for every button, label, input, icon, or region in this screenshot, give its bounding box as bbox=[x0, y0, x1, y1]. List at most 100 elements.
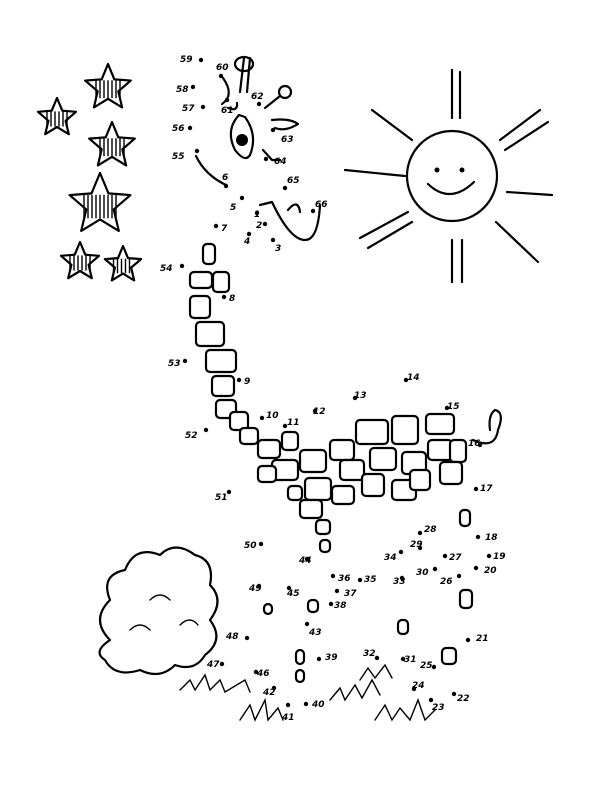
dot-number: 60 bbox=[216, 63, 229, 73]
dot-62: 62 bbox=[251, 92, 264, 107]
dot-point bbox=[259, 415, 265, 421]
giraffe-patch bbox=[228, 410, 250, 432]
dot-number: 58 bbox=[176, 85, 189, 95]
dot-point bbox=[473, 486, 479, 492]
dot-number: 25 bbox=[420, 661, 433, 671]
dot-44: 44 bbox=[298, 556, 312, 566]
dot-17: 17 bbox=[473, 484, 493, 494]
dot-number: 18 bbox=[485, 533, 498, 543]
dot-42: 42 bbox=[262, 685, 277, 698]
dot-point bbox=[328, 601, 334, 607]
dot-point bbox=[182, 358, 188, 364]
giraffe-patches bbox=[188, 242, 474, 684]
giraffe-patch bbox=[330, 484, 356, 506]
dot-13: 13 bbox=[352, 391, 367, 401]
dot-59: 59 bbox=[180, 55, 204, 65]
dot-point bbox=[224, 97, 230, 103]
giraffe-patch bbox=[294, 668, 306, 684]
dot-point bbox=[357, 577, 363, 583]
dot-point bbox=[432, 566, 438, 572]
dot-number: 15 bbox=[447, 402, 460, 412]
dot-number: 61 bbox=[221, 106, 234, 116]
dot-10: 10 bbox=[259, 411, 279, 421]
dot-point bbox=[203, 427, 209, 433]
dot-number: 27 bbox=[449, 553, 462, 563]
dot-number: 8 bbox=[229, 294, 235, 304]
sun-icon bbox=[343, 68, 554, 284]
giraffe-patch bbox=[440, 646, 458, 666]
dot-point bbox=[286, 585, 292, 591]
dot-number: 4 bbox=[243, 237, 250, 247]
dot-point bbox=[221, 294, 227, 300]
dot-point bbox=[226, 489, 232, 495]
giraffe-patch bbox=[328, 438, 356, 462]
dot-point bbox=[330, 573, 336, 579]
dot-point bbox=[303, 701, 309, 707]
dot-56: 56 bbox=[172, 124, 193, 134]
dot-36: 36 bbox=[330, 573, 351, 584]
dot-point bbox=[198, 57, 204, 63]
dot-point bbox=[442, 553, 448, 559]
dot-number: 64 bbox=[274, 157, 287, 167]
dot-number: 49 bbox=[248, 584, 262, 594]
dot-point bbox=[254, 210, 260, 216]
dot-point bbox=[310, 208, 316, 214]
giraffe-patch bbox=[306, 598, 320, 614]
dot-point bbox=[236, 377, 242, 383]
giraffe-patch bbox=[303, 476, 333, 502]
dot-point bbox=[465, 637, 471, 643]
giraffe-patch bbox=[210, 374, 236, 398]
dot-point bbox=[399, 575, 405, 581]
dot-19: 19 bbox=[486, 552, 506, 562]
dot-number: 45 bbox=[286, 589, 300, 599]
stars bbox=[36, 62, 143, 282]
dot-number: 21 bbox=[476, 634, 489, 644]
giraffe-patch bbox=[188, 270, 214, 290]
dot-number: 38 bbox=[334, 601, 347, 611]
giraffe-patch bbox=[318, 538, 332, 554]
dot-number: 65 bbox=[287, 176, 300, 186]
dot-4: 4 bbox=[243, 231, 252, 247]
dot-number: 50 bbox=[244, 541, 257, 551]
dot-number: 37 bbox=[344, 589, 357, 599]
dot-41: 41 bbox=[281, 702, 295, 723]
dot-number: 51 bbox=[215, 493, 228, 503]
dot-number: 11 bbox=[287, 418, 300, 428]
dot-number: 34 bbox=[384, 553, 397, 563]
dot-18: 18 bbox=[475, 533, 498, 543]
dot-point bbox=[262, 221, 268, 227]
dot-number: 26 bbox=[440, 577, 453, 587]
giraffe-patch bbox=[204, 348, 238, 374]
dot-number: 52 bbox=[185, 431, 198, 441]
dot-point bbox=[486, 553, 492, 559]
dot-61: 61 bbox=[221, 97, 234, 116]
dot-9: 9 bbox=[236, 377, 250, 387]
dot-54: 54 bbox=[160, 263, 185, 274]
dot-31: 31 bbox=[400, 655, 417, 665]
dot-point bbox=[417, 545, 423, 551]
dot-number: 36 bbox=[338, 574, 351, 584]
dot-33: 33 bbox=[393, 575, 406, 587]
dot-point bbox=[282, 423, 288, 429]
giraffe-patch bbox=[408, 468, 432, 492]
giraffe-patch bbox=[368, 446, 398, 472]
dot-2: 2 bbox=[256, 221, 268, 231]
star-icon bbox=[103, 244, 143, 282]
giraffe-patch bbox=[211, 270, 231, 294]
giraffe-patch bbox=[256, 438, 282, 460]
giraffe-patch bbox=[294, 648, 306, 666]
dot-number: 46 bbox=[256, 669, 270, 679]
dot-number: 12 bbox=[313, 407, 326, 417]
giraffe-patch bbox=[390, 414, 420, 446]
giraffe-patch bbox=[458, 588, 474, 610]
giraffe-patch bbox=[396, 618, 410, 636]
dot-point bbox=[263, 156, 269, 162]
giraffe-patch bbox=[314, 518, 332, 536]
dot-number: 41 bbox=[281, 713, 295, 723]
dot-60: 60 bbox=[216, 63, 229, 79]
dot-point bbox=[473, 565, 479, 571]
giraffe-patch bbox=[188, 294, 212, 320]
dot-point bbox=[253, 669, 259, 675]
dot-point bbox=[431, 664, 437, 670]
dot-40: 40 bbox=[303, 700, 325, 710]
